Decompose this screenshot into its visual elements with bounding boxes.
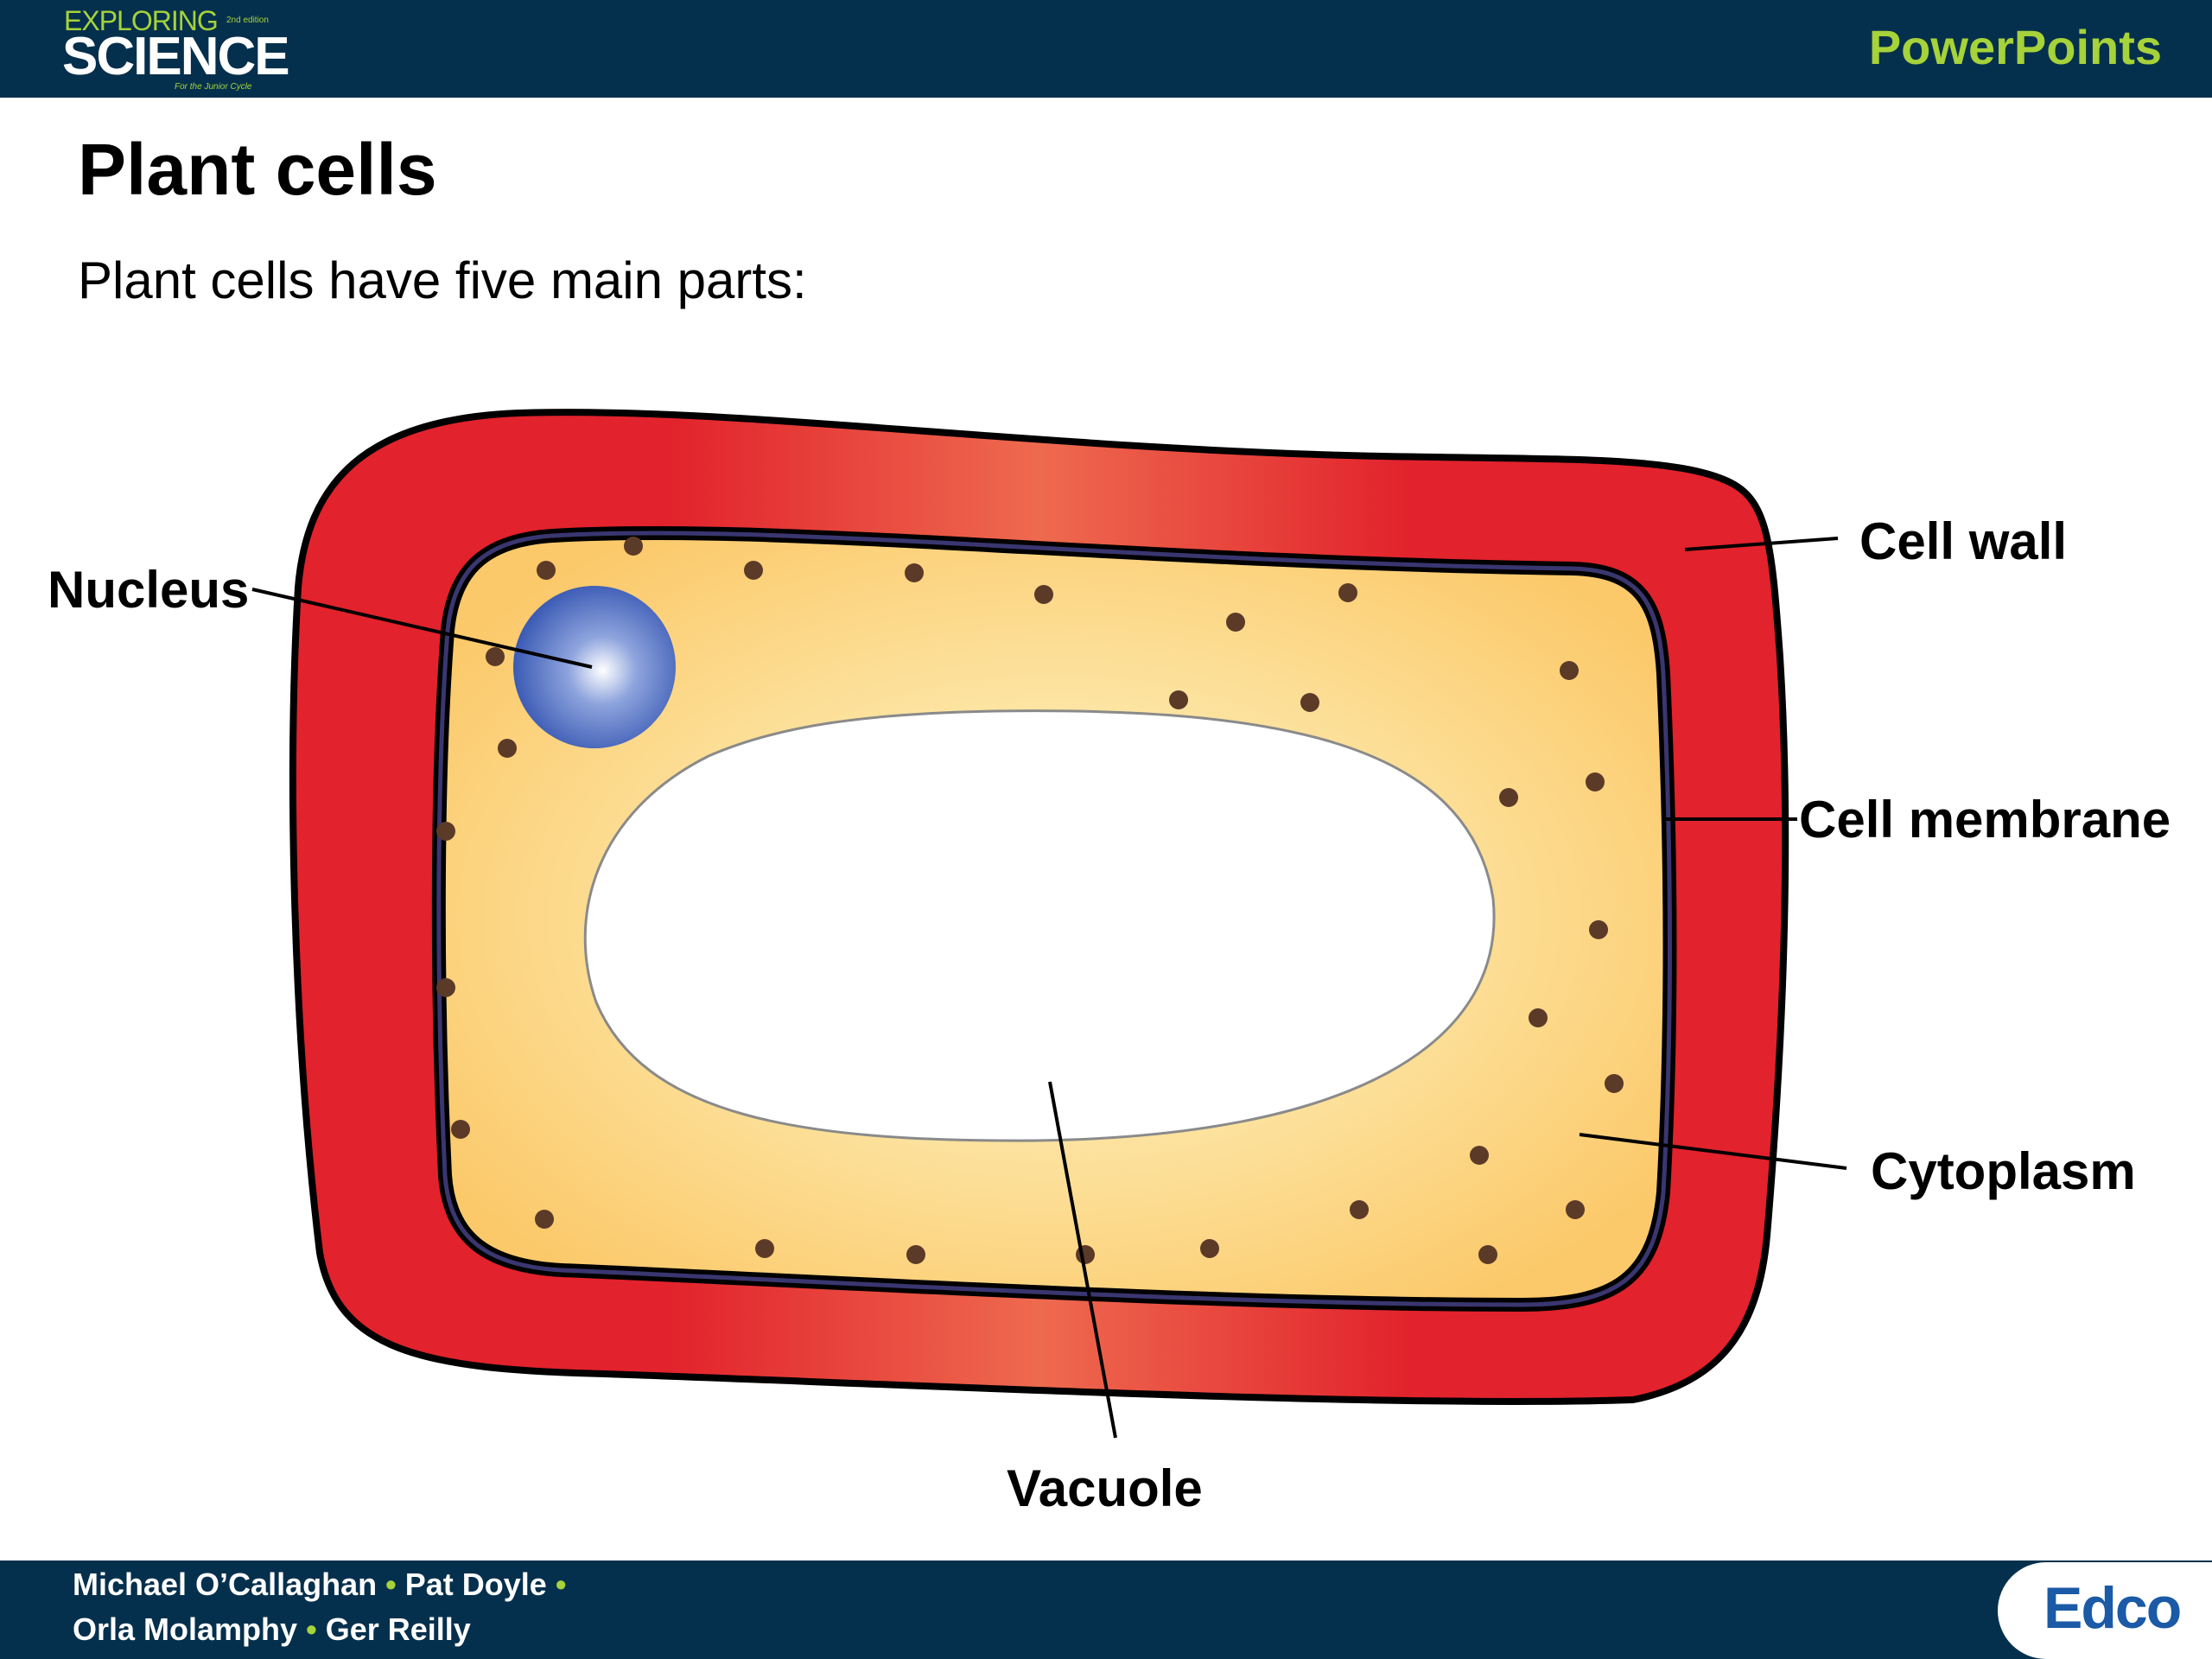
author-name: Pat Doyle bbox=[404, 1567, 547, 1602]
author-name: Michael O’Callaghan bbox=[73, 1567, 378, 1602]
publisher-badge bbox=[1998, 1562, 2212, 1659]
logo-line2: SCIENCE bbox=[62, 27, 290, 86]
cytoplasm-granules bbox=[436, 537, 1624, 1264]
powerpoints-label: PowerPoints bbox=[1868, 20, 2162, 74]
slide-title: Plant cells bbox=[78, 129, 437, 210]
logo-line1: EXPLORING bbox=[64, 5, 219, 36]
logo-tagline: For the Junior Cycle bbox=[175, 82, 252, 92]
logo-edition: 2nd edition bbox=[226, 16, 269, 25]
edco-logo: Edco bbox=[2044, 1575, 2182, 1641]
slide-subtitle: Plant cells have five main parts: bbox=[78, 251, 807, 309]
nucleus bbox=[513, 586, 676, 748]
label-cell-membrane: Cell membrane bbox=[1799, 791, 2171, 849]
footer-bar bbox=[0, 1560, 2212, 1659]
label-nucleus: Nucleus bbox=[48, 561, 250, 619]
nucleus-pointer bbox=[251, 588, 593, 669]
vacuole bbox=[583, 709, 1496, 1142]
cytoplasm-pointer bbox=[1579, 1133, 1847, 1170]
label-vacuole: Vacuole bbox=[1007, 1459, 1203, 1517]
vacuole-pointer bbox=[1048, 1081, 1117, 1439]
separator-dot: • bbox=[385, 1567, 397, 1602]
author-name: Ger Reilly bbox=[325, 1611, 471, 1647]
separator-dot: • bbox=[306, 1611, 317, 1647]
author-credits: Michael O’Callaghan • Pat Doyle • Orla M… bbox=[73, 1562, 566, 1652]
cell-wall-pointer bbox=[1684, 537, 1839, 551]
author-name: Orla Molamphy bbox=[73, 1611, 298, 1647]
separator-dot: • bbox=[555, 1567, 567, 1602]
label-cytoplasm: Cytoplasm bbox=[1871, 1142, 2136, 1200]
header-bar bbox=[0, 0, 2212, 98]
exploring-science-logo: EXPLORING 2nd edition SCIENCE For the Ju… bbox=[62, 3, 290, 95]
label-cell-wall: Cell wall bbox=[1859, 512, 2068, 570]
